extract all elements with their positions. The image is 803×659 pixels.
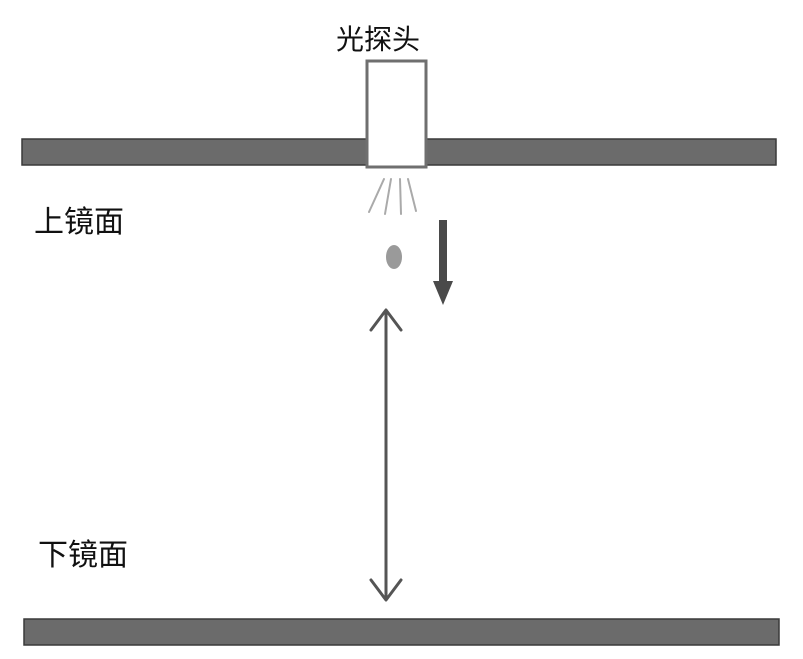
particle xyxy=(386,245,402,269)
light-probe xyxy=(365,59,428,169)
upper-mirror-label: 上镜面 xyxy=(34,205,124,240)
lower-mirror xyxy=(23,618,780,646)
probe-label: 光探头 xyxy=(336,23,421,56)
light-rays xyxy=(368,178,417,215)
fall-arrow xyxy=(433,220,453,305)
light-ray xyxy=(399,178,402,215)
lower-mirror-label: 下镜面 xyxy=(38,538,128,573)
light-ray xyxy=(407,178,417,212)
light-ray xyxy=(384,178,392,215)
distance-arrow xyxy=(369,308,403,602)
light-ray xyxy=(368,178,385,213)
